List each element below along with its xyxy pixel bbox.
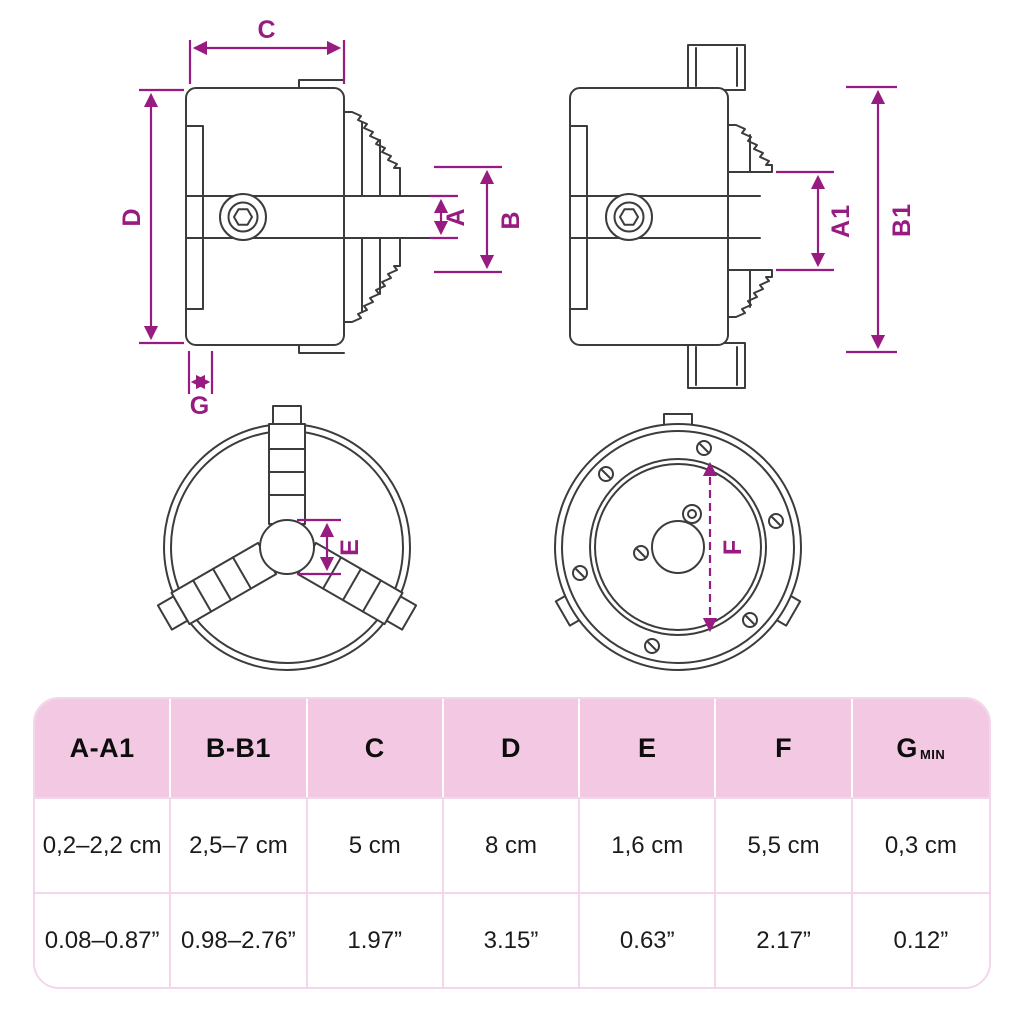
dim-label-f: F xyxy=(719,539,747,555)
value-cell-b-cm: 2,5–7 cm xyxy=(171,797,308,892)
header-cell-b-b1: B-B1 xyxy=(171,699,308,797)
value-cell-g-cm: 0,3 cm xyxy=(852,797,989,892)
value-cell-f-cm: 5,5 cm xyxy=(716,797,853,892)
dim-label-a: A xyxy=(442,207,470,226)
value-cell-e-cm: 1,6 cm xyxy=(580,797,717,892)
value-cell-g-inch: 0.12” xyxy=(852,892,989,987)
value-cell-b-inch: 0.98–2.76” xyxy=(171,892,308,987)
back-view xyxy=(554,413,802,671)
dimension-c xyxy=(188,40,346,84)
header-cell-c: C xyxy=(307,699,444,797)
dim-label-b1: B1 xyxy=(888,203,916,237)
dim-label-d: D xyxy=(118,207,146,226)
value-cell-c-inch: 1.97” xyxy=(307,892,444,987)
value-cell-e-inch: 0.63” xyxy=(580,892,717,987)
dim-label-a1: A1 xyxy=(827,204,855,238)
dimension-g xyxy=(187,351,214,394)
header-cell-e: E xyxy=(580,699,717,797)
dimension-d xyxy=(139,88,184,345)
g-min-subscript: MIN xyxy=(919,746,946,762)
front-view xyxy=(154,405,420,671)
value-cell-d-cm: 8 cm xyxy=(443,797,581,892)
value-cell-a-cm: 0,2–2,2 cm xyxy=(35,797,172,892)
header-cell-a-a1: A-A1 xyxy=(35,699,172,797)
value-cell-a-inch: 0.08–0.87” xyxy=(35,892,172,987)
technical-drawing: C D A B G xyxy=(118,16,916,671)
header-cell-d: D xyxy=(443,699,581,797)
value-cell-f-inch: 2.17” xyxy=(716,892,853,987)
dimension-a1 xyxy=(776,170,834,272)
value-cell-d-inch: 3.15” xyxy=(443,892,581,987)
back-screws xyxy=(572,440,784,654)
value-cell-c-cm: 5 cm xyxy=(307,797,444,892)
header-cell-f: F xyxy=(716,699,853,797)
dim-label-b: B xyxy=(497,210,525,229)
dim-label-c: C xyxy=(257,16,276,44)
side-view-closed xyxy=(185,79,431,354)
dim-label-e: E xyxy=(336,538,364,556)
dimension-b1 xyxy=(846,85,897,354)
dimension-b xyxy=(434,165,502,274)
dimension-a xyxy=(430,194,458,240)
side-view-open xyxy=(569,44,773,389)
dimension-e xyxy=(297,518,341,576)
dim-label-g: G xyxy=(190,392,210,420)
